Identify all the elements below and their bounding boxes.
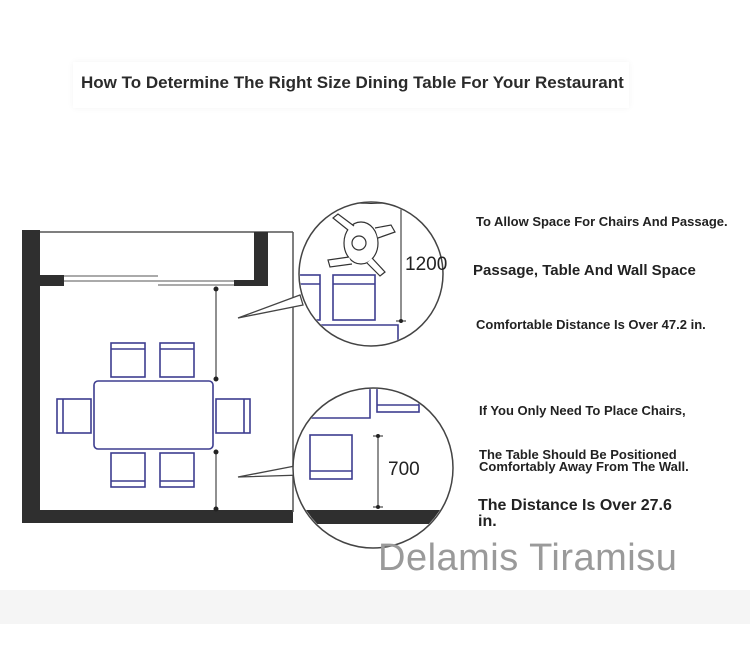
passage-distance: Comfortable Distance Is Over 47.2 in. [476,317,706,332]
passage-dimension-label: 1200 [405,254,447,275]
chair [159,452,195,488]
chair [110,452,146,488]
room-walls [22,230,294,523]
passage-note: To Allow Space For Chairs And Passage. [476,214,728,229]
chair [159,342,195,378]
passage-callout: 1200 [237,201,447,347]
chair [56,398,92,434]
chair [110,342,146,378]
chair [215,398,251,434]
chair [332,274,376,321]
passage-heading: Passage, Table And Wall Space [473,262,696,279]
chair [309,434,353,480]
chair-gap-dimension-label: 700 [388,459,420,480]
page-title: How To Determine The Right Size Dining T… [73,62,629,108]
plan-dimension-lines [213,286,219,512]
chair [376,389,420,413]
chairs-note: If You Only Need To Place Chairs, [479,403,686,418]
person-icon [327,213,396,277]
dining-set [56,342,251,488]
watermark: Delamis Tiramisu [378,537,678,579]
chairs-callout: 700 [237,387,454,549]
chairs-position: The Table Should Be Positioned Comfortab… [479,447,689,474]
chairs-distance: The Distance Is Over 27.6 in. [478,497,672,530]
dining-table [93,380,214,450]
bottom-band [0,590,750,624]
